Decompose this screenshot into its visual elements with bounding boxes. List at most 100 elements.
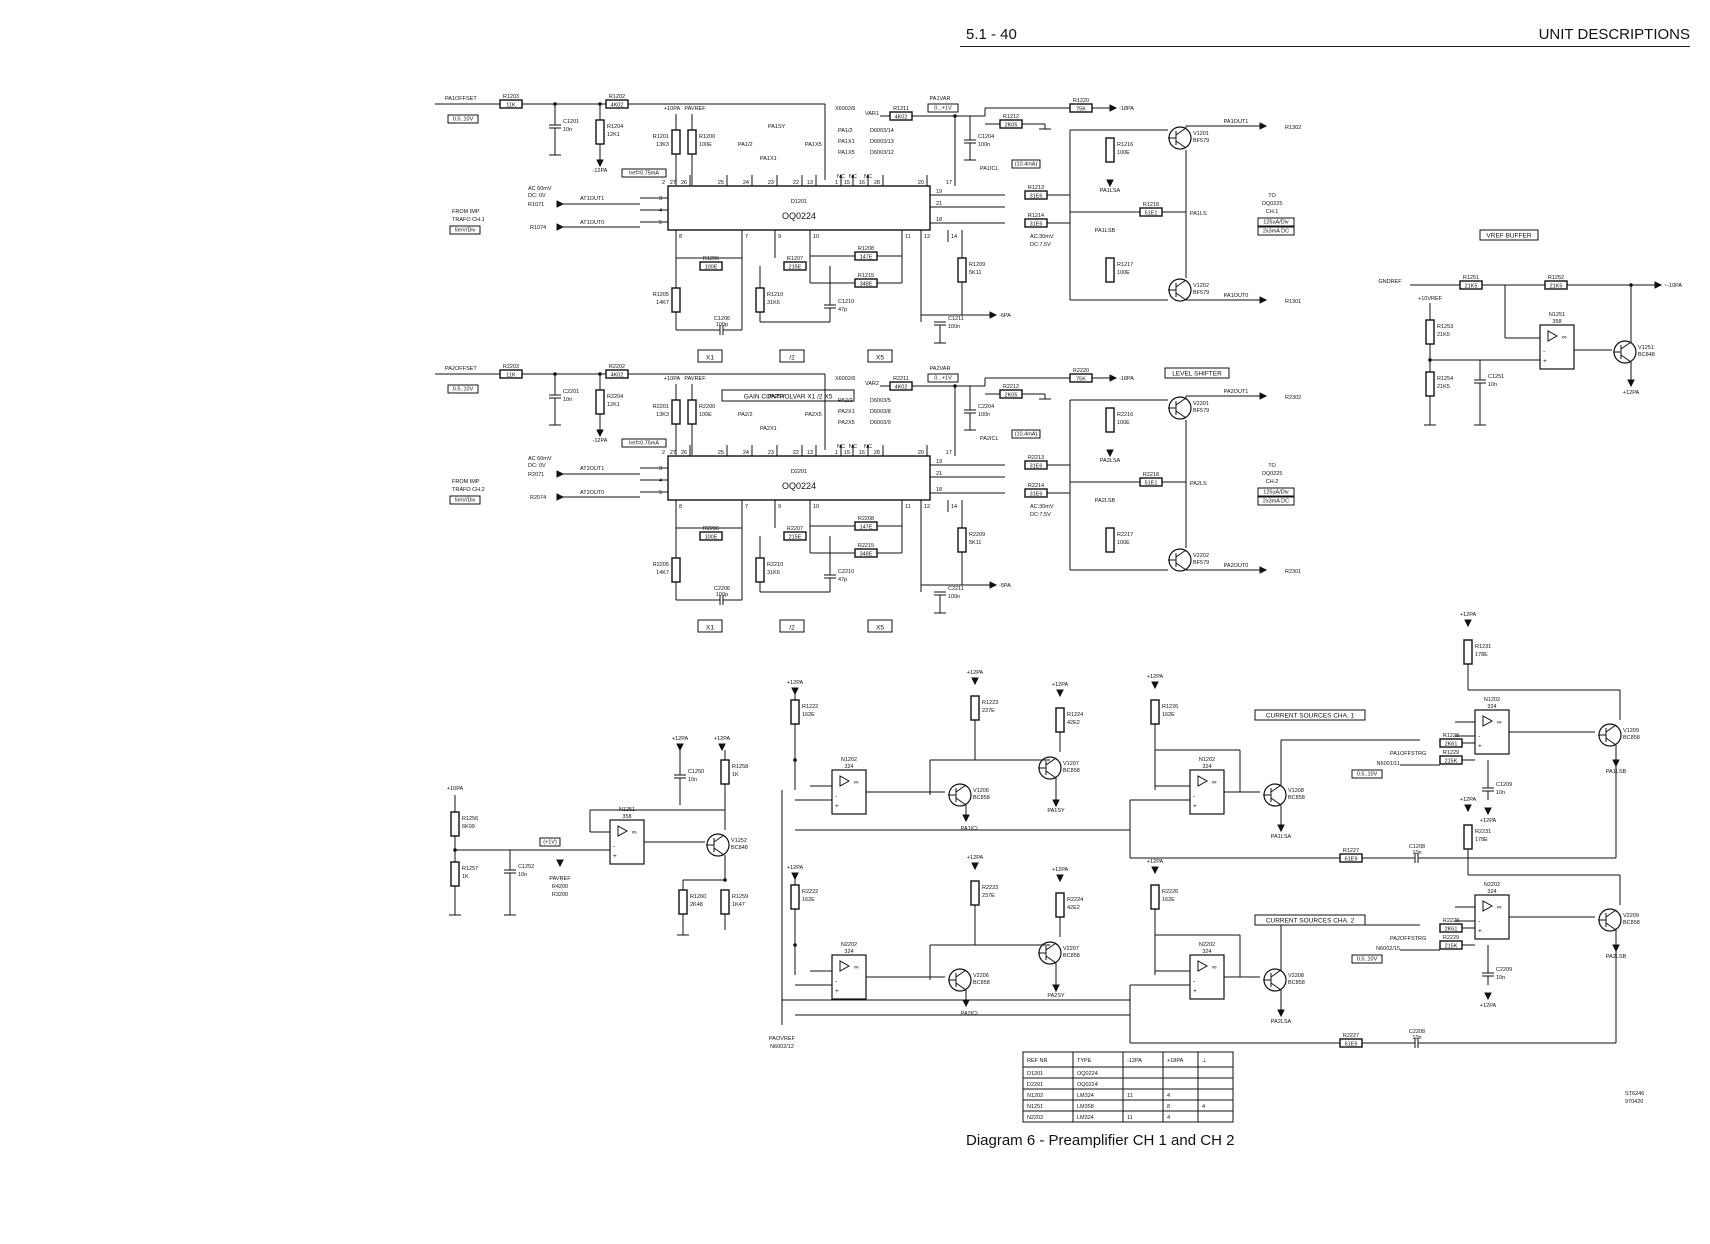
resistor-ref: R1202 xyxy=(609,94,625,100)
capacitor-ref: C2208 xyxy=(1409,1029,1425,1035)
resistor-value: 12K1 xyxy=(607,402,620,408)
gain-select-box-text: X1 xyxy=(706,355,714,362)
ic-pin: 25 xyxy=(718,450,724,456)
wire xyxy=(955,797,967,806)
net-label: PA2OFFSTRG xyxy=(1390,936,1426,942)
opamp-type: 324 xyxy=(844,764,853,770)
wire xyxy=(1045,955,1057,964)
wire xyxy=(1605,737,1617,746)
ic-pin: 19 xyxy=(936,459,942,465)
transistor-type: BF579 xyxy=(1193,560,1209,566)
ref-table-value: LM358 xyxy=(1077,1104,1094,1110)
opamp-symbol xyxy=(839,775,851,787)
dsel: PA1/2 xyxy=(838,128,853,134)
resistor-value: 1K xyxy=(732,772,739,778)
to-label: OQ0225 xyxy=(1262,471,1283,477)
nc-label: NC xyxy=(864,444,872,450)
junction xyxy=(793,943,797,947)
resistor-ref: R1204 xyxy=(607,124,623,130)
resistor-ref: R2207 xyxy=(787,526,803,532)
resistor-ref: R2228 xyxy=(1443,918,1459,924)
ref-table-cell xyxy=(1197,1088,1234,1101)
resistor-value: 2K61 xyxy=(1445,742,1458,748)
supply-label: +12PA xyxy=(1147,674,1164,680)
transistor-ref: V1208 xyxy=(1288,788,1304,794)
ic-pin: 2 xyxy=(662,450,665,456)
resistor-ref: R1227 xyxy=(1343,848,1359,854)
resistor-ref: R1218 xyxy=(1143,202,1159,208)
resistor xyxy=(755,287,765,313)
wire xyxy=(713,834,725,843)
net-arrow xyxy=(989,581,998,589)
net-label: PAOVREF xyxy=(769,1036,796,1042)
capacitor-ref: C1208 xyxy=(1409,844,1425,850)
ic-type: OQ0224 xyxy=(782,211,816,221)
to-label: TO xyxy=(1268,463,1276,469)
capacitor-ref: C1251 xyxy=(1488,374,1504,380)
resistor-value: 75K xyxy=(1076,377,1086,383)
net-label: N6002/15 xyxy=(1376,946,1400,952)
supply-arrow xyxy=(1052,799,1060,808)
opamp-type: 324 xyxy=(1202,764,1211,770)
supply-arrow xyxy=(1052,984,1060,993)
net-label: PA2LS xyxy=(1190,481,1207,487)
to-box xyxy=(1257,217,1295,227)
vref-buffer-box-text: VREF BUFFER xyxy=(1486,233,1531,240)
ic-pin: 28 xyxy=(874,180,880,186)
ic-pin: 1 xyxy=(835,180,838,186)
resistor-ref: R2220 xyxy=(1073,368,1089,374)
resistor-value: 2K48 xyxy=(690,902,703,908)
transistor-ref: V1202 xyxy=(1193,283,1209,289)
net-label: PA1SY xyxy=(768,124,786,130)
capacitor-ref: C1210 xyxy=(838,299,854,305)
transistor-ref: V2207 xyxy=(1063,946,1079,952)
resistor-value: 61E9 xyxy=(1345,1042,1358,1048)
ic-D1201 xyxy=(667,185,931,231)
opamp-symbol xyxy=(1482,715,1494,727)
ac-in: AC 60mV xyxy=(528,456,552,462)
net-label: PA2SY xyxy=(768,394,786,400)
capacitor-value: 100n xyxy=(978,142,990,148)
resistor-ref: R1203 xyxy=(503,94,519,100)
resistor-ref: R1211 xyxy=(893,106,909,112)
net-label: PA1LSA xyxy=(1271,834,1292,840)
resistor-value: 2K05 xyxy=(1005,123,1018,129)
supply-label: +12PA xyxy=(1480,1003,1497,1009)
net-arrow xyxy=(1109,104,1118,112)
resistor-value: 13K3 xyxy=(656,142,669,148)
wire xyxy=(1270,784,1282,793)
ic-pin: 22 xyxy=(793,450,799,456)
wire xyxy=(713,847,725,856)
input-net: AT2OUT1 xyxy=(580,466,604,472)
gain-select-box xyxy=(779,349,805,363)
wire xyxy=(1175,127,1187,136)
offset-net: PA2OFFSET xyxy=(445,366,477,372)
wire xyxy=(1045,757,1057,766)
dc-in: DC: 0V xyxy=(528,193,546,199)
resistor-ref: R1209 xyxy=(969,262,985,268)
resistor-value: 4K02 xyxy=(895,115,908,121)
resistor xyxy=(678,889,688,915)
p1v-box xyxy=(539,837,561,847)
ic-pin: 13 xyxy=(807,180,813,186)
resistor xyxy=(783,531,807,541)
ic-pin: 3 xyxy=(659,196,662,202)
net-label: -6PA xyxy=(999,313,1011,319)
resistor xyxy=(957,257,967,283)
dsel: PA1X5 xyxy=(838,150,855,156)
resistor-value: 147E xyxy=(860,255,873,261)
resistor xyxy=(595,119,605,145)
opamp-minus: - xyxy=(835,793,837,800)
out-net: PA1OUT1 xyxy=(1224,119,1249,125)
ref-table-value: N1251 xyxy=(1027,1104,1043,1110)
resistor-ref: R2212 xyxy=(1003,384,1019,390)
current-sources-1-box-text: CURRENT SOURCES CHA. 1 xyxy=(1266,713,1355,720)
supply-arrow xyxy=(791,687,799,696)
supply-label: +10PA xyxy=(664,106,681,112)
ref-table-value: 4 xyxy=(1167,1115,1170,1121)
supply-arrow xyxy=(1151,866,1159,875)
out-res: R1301 xyxy=(1285,299,1301,305)
ref-table-cell xyxy=(1122,1099,1164,1112)
resistor xyxy=(1150,699,1160,725)
resistor-ref: R2204 xyxy=(607,394,623,400)
